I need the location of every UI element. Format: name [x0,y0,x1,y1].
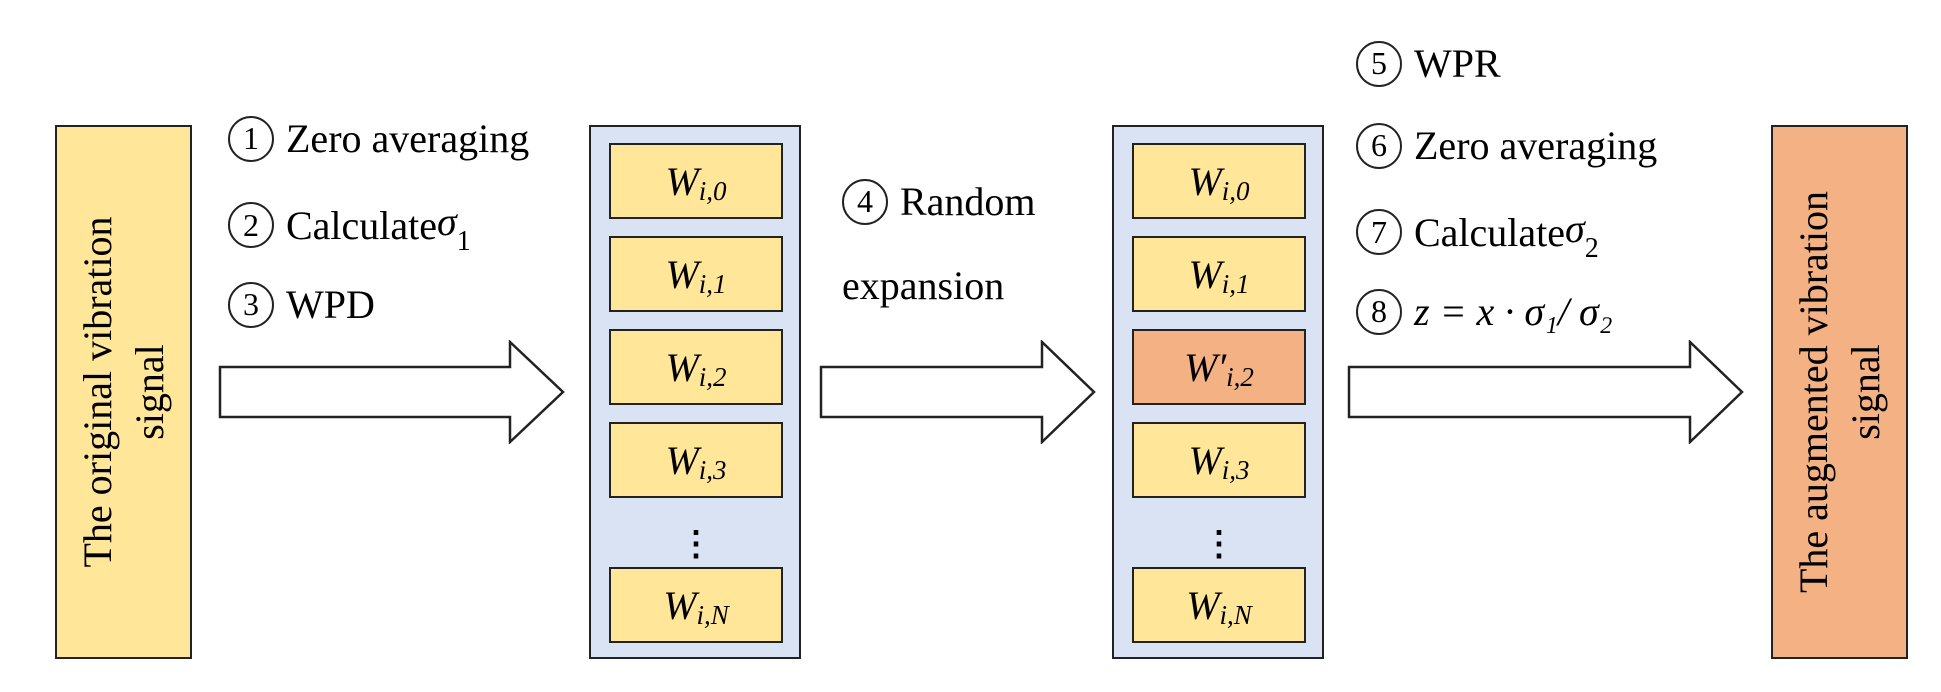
vertical-ellipsis-before: ⋮ [679,526,713,563]
arrow-1 [218,340,565,444]
step-7-text: Calculate [1414,209,1566,255]
step-4: 4 Random [842,178,1036,225]
step-5-text: WPR [1414,41,1501,86]
step-1-number: 1 [228,115,274,162]
step-6-number: 6 [1356,122,1402,169]
step-1-text: Zero averaging [286,116,530,161]
original-signal-box: The original vibration signal [55,125,192,659]
step-5: 5 WPR [1356,40,1501,87]
step-4-continued: expansion [842,262,1004,309]
augmented-signal-label-line2: signal [1842,344,1888,440]
step-7-number: 7 [1356,209,1402,255]
step-4-text-line2: expansion [842,263,1005,308]
step-3-text: WPD [286,282,375,327]
step-1: 1 Zero averaging [228,115,529,162]
step-8-number: 8 [1356,288,1402,335]
step-2: 2 Calculate σ1 [228,198,471,257]
augmented-signal-label: The augmented vibration signal [1788,191,1892,593]
step-8: 8 z = x · σ₁/ σ₂ [1356,288,1613,335]
step-4-text: Random [900,179,1036,224]
original-signal-label-line1: The original vibration [74,216,120,568]
step-2-number: 2 [228,202,274,248]
vertical-ellipsis-after: ⋮ [1202,526,1236,563]
sigma1-symbol: σ1 [437,199,471,257]
step-3: 3 WPD [228,281,375,328]
augmented-signal-label-line1: The augmented vibration [1790,190,1836,594]
sigma2-symbol: σ2 [1565,206,1599,264]
step-6-text: Zero averaging [1414,123,1658,168]
arrow-2 [819,340,1096,444]
step-2-text: Calculate [286,202,438,248]
original-signal-label-line2: signal [126,344,172,440]
step-6: 6 Zero averaging [1356,122,1657,169]
step-5-number: 5 [1356,40,1402,87]
step-3-number: 3 [228,281,274,328]
step-7: 7 Calculate σ2 [1356,205,1599,264]
coef-after-2-expanded: W′i,2 [1132,329,1306,405]
step-4-number: 4 [842,178,888,225]
augmented-signal-box: The augmented vibration signal [1771,125,1908,659]
arrow-3 [1347,340,1744,444]
scaling-formula: z = x · σ₁/ σ₂ [1414,289,1613,334]
original-signal-label: The original vibration signal [72,216,176,567]
